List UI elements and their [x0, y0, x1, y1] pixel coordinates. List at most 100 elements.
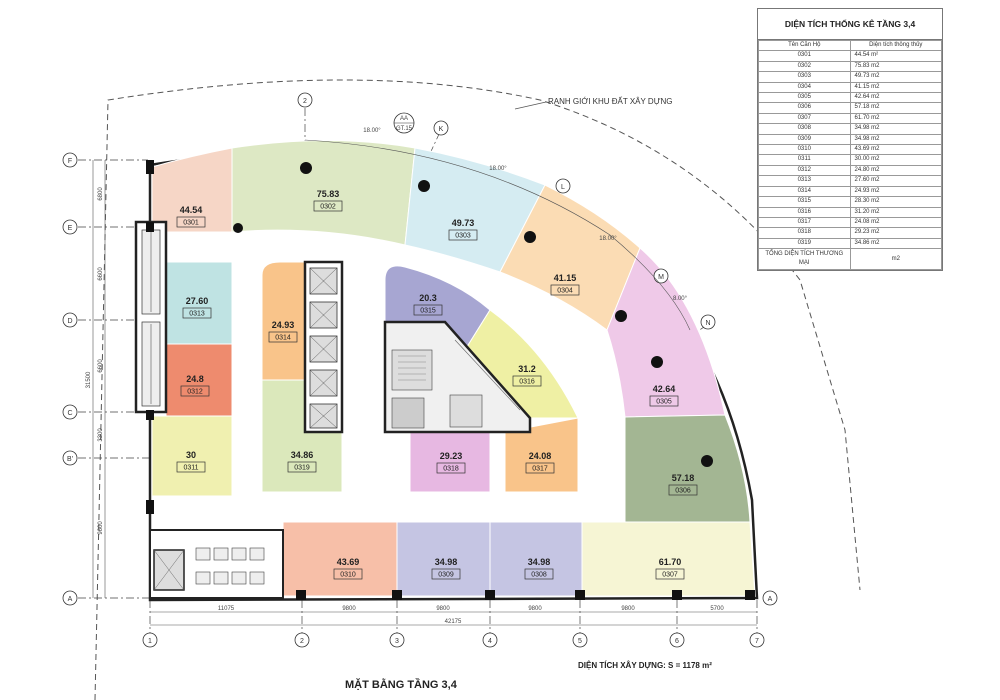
- unit-label-0319: 34.86 0319: [287, 450, 317, 473]
- unit-0317[interactable]: [504, 417, 579, 493]
- stats-unit-area: 41.15 m2: [849, 81, 942, 94]
- unit-code-box: [525, 462, 555, 474]
- dim-left-3: 6600: [98, 359, 104, 373]
- stats-unit-code: 0307: [758, 112, 851, 125]
- unit-labels: 44.54030175.83030249.73030341.15030442.6…: [176, 189, 698, 580]
- unit-0309[interactable]: [396, 521, 491, 597]
- unit-area-value: 61.70: [659, 557, 682, 567]
- unit-code: 0305: [656, 399, 672, 406]
- service-core-south: [149, 529, 284, 599]
- construction-area-note: DIỆN TÍCH XÂY DỰNG: S = 1178 m²: [578, 661, 712, 670]
- unit-area-value: 27.60: [186, 296, 209, 306]
- stats-total-label: TỔNG DIỆN TÍCH THƯƠNG MẠI: [758, 248, 851, 271]
- stats-unit-area: 44.54 m²: [849, 50, 942, 62]
- dim-bottom-1: 11075: [218, 606, 235, 612]
- unit-area-value: 20.3: [419, 293, 437, 303]
- axis-label-5: 5: [578, 638, 582, 645]
- unit-0313[interactable]: [165, 261, 233, 345]
- unit-0312[interactable]: [165, 343, 233, 417]
- unit-area-value: 34.86: [291, 450, 314, 460]
- column-axis-labels: 1 2 3 4 5 6 7: [142, 632, 765, 648]
- unit-0306[interactable]: [624, 414, 751, 523]
- curve-axis-labels: 2 K L M N: [297, 92, 716, 330]
- dim-left-5: 9600: [98, 521, 104, 535]
- unit-code: 0309: [438, 572, 454, 579]
- dim-left-1: 6800: [98, 187, 104, 201]
- axis-label-n: N: [705, 320, 710, 327]
- unit-area-value: 24.93: [272, 320, 295, 330]
- stats-unit-code: 0309: [758, 133, 851, 146]
- axis-label-a-left: A: [68, 596, 73, 603]
- unit-code: 0311: [183, 465, 198, 472]
- unit-code: 0316: [519, 379, 535, 386]
- axis-label-3: 3: [395, 638, 399, 645]
- unit-0318[interactable]: [409, 431, 491, 493]
- unit-area-value: 31.2: [518, 364, 536, 374]
- stats-header-row: Tên Căn Hộ Diện tích thông thủy: [758, 39, 942, 52]
- unit-code-box: [176, 461, 206, 473]
- site-boundary-line: [94, 79, 861, 700]
- stats-unit-area: 27.60 m2: [849, 175, 942, 187]
- bottom-dimension-texts: 11075 9800 9800 9800 9800 5700 42175: [218, 606, 724, 625]
- unit-code-box: [313, 200, 343, 212]
- unit-label-0309: 34.98 0309: [431, 557, 461, 580]
- stats-unit-code: 0310: [758, 144, 851, 156]
- stats-unit-code: 0314: [758, 185, 851, 198]
- round-columns: [233, 162, 713, 467]
- stats-unit-area: 24.80 m2: [849, 164, 942, 177]
- unit-label-0314: 24.93 0314: [268, 320, 298, 343]
- axis-label-l: L: [561, 184, 565, 191]
- unit-area-value: 34.98: [435, 557, 458, 567]
- unit-area-value: 75.83: [317, 189, 340, 199]
- unit-code-box: [182, 307, 212, 319]
- axis-label-7: 7: [755, 638, 759, 645]
- stats-unit-area: 34.86 m2: [849, 237, 942, 250]
- unit-code-box: [176, 216, 206, 228]
- dim-bottom-2: 9800: [342, 606, 356, 612]
- stats-unit-area: 24.93 m2: [849, 185, 942, 198]
- unit-0316[interactable]: [464, 309, 579, 419]
- unit-code: 0319: [294, 465, 310, 472]
- stats-unit-area: 42.64 m2: [849, 92, 942, 104]
- unit-0311[interactable]: [151, 415, 233, 497]
- area-statistics-table: DIỆN TÍCH THỐNG KÊ TẦNG 3,4 Tên Căn Hộ D…: [757, 8, 943, 272]
- unit-area-value: 42.64: [653, 384, 676, 394]
- structural-columns: [146, 160, 755, 600]
- unit-code-box: [524, 568, 554, 580]
- axis-label-m: M: [658, 274, 664, 281]
- stats-header-area: Diện tích thông thủy: [849, 39, 942, 52]
- unit-code: 0308: [531, 572, 547, 579]
- unit-code: 0314: [275, 335, 291, 342]
- dim-left-total: 31500: [86, 371, 92, 388]
- unit-0310[interactable]: [282, 521, 398, 597]
- plan-title: MẶT BẰNG TẦNG 3,4: [345, 678, 458, 691]
- unit-code-box: [436, 462, 466, 474]
- dim-bottom-total: 42175: [445, 619, 462, 625]
- unit-code-box: [649, 395, 679, 407]
- stats-unit-code: 0305: [758, 92, 851, 104]
- unit-area-value: 24.8: [186, 374, 204, 384]
- stats-unit-code: 0317: [758, 216, 851, 229]
- elevator-core-central: [303, 260, 344, 434]
- stats-unit-code: 0304: [758, 81, 851, 94]
- stats-unit-area: 49.73 m2: [849, 71, 942, 83]
- axis-label-a-right: A: [768, 596, 773, 603]
- unit-code-box: [655, 568, 685, 580]
- axis-label-1: 1: [148, 638, 152, 645]
